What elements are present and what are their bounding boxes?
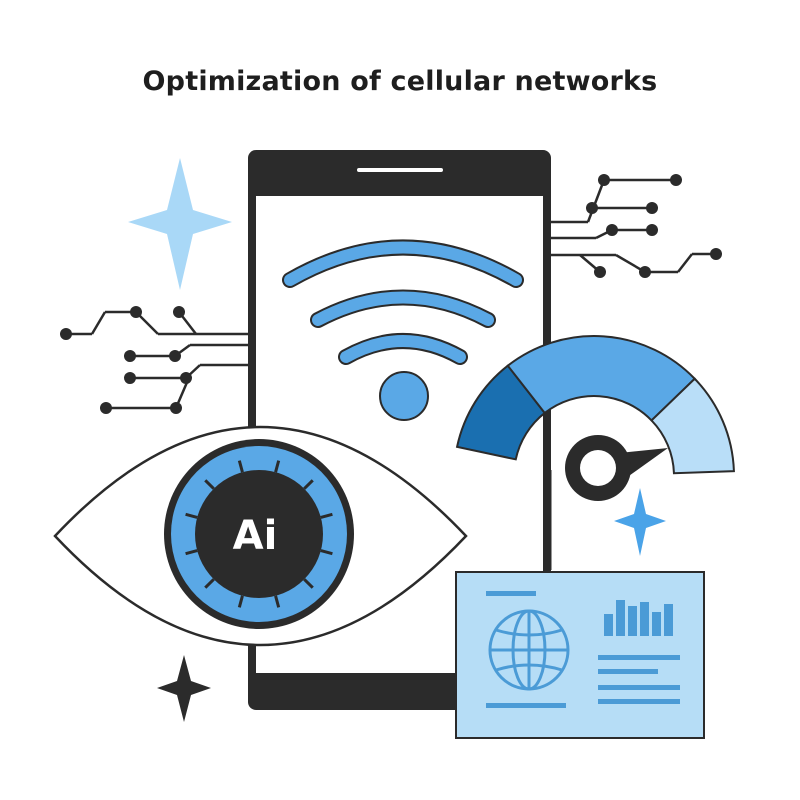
dashboard-bar [616,600,625,636]
wifi-dot [379,371,429,421]
sparkle-icon-blue [614,488,666,556]
bar-chart-icon [604,600,673,636]
iris-tick [204,479,215,490]
phone-speaker [357,168,443,172]
ai-badge-label: Ai [233,513,278,559]
speedometer-gauge-icon [455,335,735,475]
gauge-needle [565,435,668,501]
dashboard-bar [664,604,673,636]
circuit-lines-icon-right [548,174,722,278]
iris-tick [303,578,314,589]
gauge-segment-mid [506,335,697,422]
iris-tick [237,460,244,473]
globe-icon [488,609,570,691]
dashboard-bar [640,602,649,636]
iris-tick [204,578,215,589]
iris-tick [320,512,333,519]
eye-icon: Ai [53,425,468,647]
dashboard-bar [628,606,637,636]
sparkle-icon-dark [157,655,211,722]
sparkle-icon-large [128,158,232,290]
iris-tick [274,595,281,608]
iris-tick [303,479,314,490]
dashboard-bar [604,614,613,636]
page-title: Optimization of cellular networks [142,66,658,97]
iris-tick [237,595,244,608]
dashboard-panel-icon [455,571,705,739]
gauge-segment-high [650,377,735,475]
dashboard-bar [652,612,661,636]
circuit-lines-icon-left [60,306,250,414]
iris-tick [320,549,333,556]
iris-tick [274,460,281,473]
iris-tick [185,549,198,556]
iris-tick [185,512,198,519]
